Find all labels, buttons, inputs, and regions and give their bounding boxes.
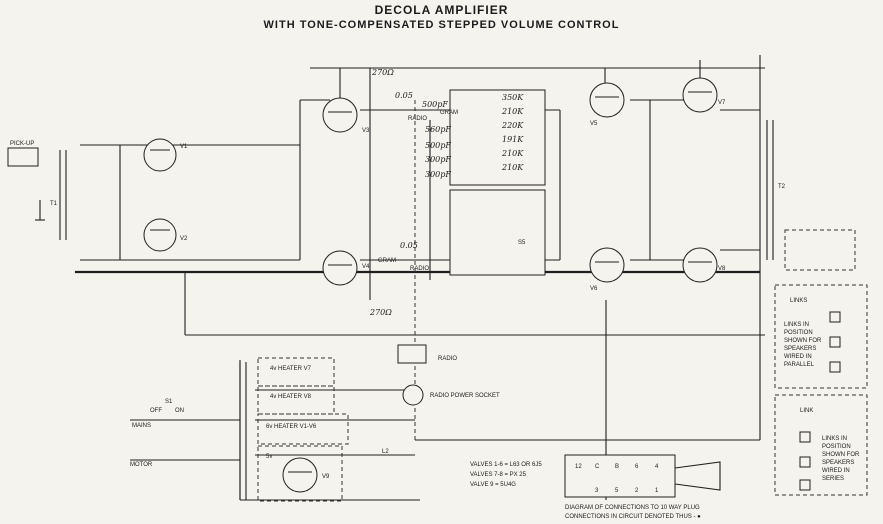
valve-v3: V3 xyxy=(322,97,370,134)
svg-text:S5: S5 xyxy=(518,240,526,246)
svg-text:210K: 210K xyxy=(501,163,524,172)
svg-text:V6: V6 xyxy=(590,286,598,292)
link-box-parallel: LINKS LINKS IN POSITION SHOWN FOR SPEAKE… xyxy=(774,284,868,389)
power-supply: 4v HEATER V7 4v HEATER V8 6v HEATER V1-V… xyxy=(130,344,500,502)
svg-text:LINK: LINK xyxy=(800,408,813,414)
svg-text:210K: 210K xyxy=(501,149,524,158)
svg-text:LINKS IN: LINKS IN xyxy=(822,436,847,442)
svg-text:SHOWN FOR: SHOWN FOR xyxy=(822,452,860,458)
svg-text:MAINS: MAINS xyxy=(132,423,151,429)
svg-text:0.05: 0.05 xyxy=(400,241,418,250)
svg-text:6: 6 xyxy=(635,464,639,470)
svg-text:RADIO: RADIO xyxy=(410,266,429,272)
svg-text:V2: V2 xyxy=(180,236,188,242)
valve-v6: V6 xyxy=(589,247,625,292)
svg-text:RADIO POWER SOCKET: RADIO POWER SOCKET xyxy=(430,393,500,399)
svg-text:V3: V3 xyxy=(362,128,370,134)
svg-text:4: 4 xyxy=(655,464,659,470)
plug-pins-top: 12 C B 6 4 xyxy=(575,464,659,470)
svg-text:T1: T1 xyxy=(50,201,58,207)
wiring xyxy=(35,55,765,501)
svg-text:2: 2 xyxy=(635,488,639,494)
svg-text:4v HEATER V7: 4v HEATER V7 xyxy=(270,366,312,372)
svg-text:C: C xyxy=(595,464,600,470)
svg-text:SHOWN FOR: SHOWN FOR xyxy=(784,338,822,344)
valve-v5: V5 xyxy=(589,82,625,127)
svg-text:560pF: 560pF xyxy=(425,125,451,134)
svg-text:V4: V4 xyxy=(362,264,370,270)
svg-text:DIAGRAM OF CONNECTIONS TO 10 W: DIAGRAM OF CONNECTIONS TO 10 WAY PLUG xyxy=(565,505,700,511)
tone-switch-network: GRAM RADIO GRAM RADIO S5 500pF 560pF 500… xyxy=(369,68,546,317)
svg-text:SPEAKERS: SPEAKERS xyxy=(822,460,854,466)
svg-text:4v HEATER V8: 4v HEATER V8 xyxy=(270,394,312,400)
svg-text:V5: V5 xyxy=(590,121,598,127)
svg-text:RADIO: RADIO xyxy=(408,116,427,122)
svg-text:300pF: 300pF xyxy=(425,170,451,179)
svg-text:GRAM: GRAM xyxy=(378,258,396,264)
plug-pins-bottom: 3 5 2 1 xyxy=(595,488,659,494)
svg-text:5: 5 xyxy=(615,488,619,494)
valve-v1: V1 xyxy=(143,138,188,172)
svg-text:LINKS: LINKS xyxy=(790,298,807,304)
svg-text:SERIES: SERIES xyxy=(822,476,844,482)
svg-text:WIRED IN: WIRED IN xyxy=(822,468,850,474)
svg-text:PARALLEL: PARALLEL xyxy=(784,362,815,368)
svg-text:S1: S1 xyxy=(165,399,173,405)
valve-v9: V9 xyxy=(282,457,330,493)
svg-text:L2: L2 xyxy=(382,449,389,455)
svg-text:PICK-UP: PICK-UP xyxy=(10,141,34,147)
svg-text:6v HEATER V1-V6: 6v HEATER V1-V6 xyxy=(266,424,317,430)
link-box-series: LINK LINKS IN POSITION SHOWN FOR SPEAKER… xyxy=(774,394,868,496)
svg-text:3: 3 xyxy=(595,488,599,494)
svg-text:VALVES 1-6 = L63 OR 6J5: VALVES 1-6 = L63 OR 6J5 xyxy=(470,462,542,468)
svg-text:WIRED IN: WIRED IN xyxy=(784,354,812,360)
svg-text:V8: V8 xyxy=(718,266,726,272)
svg-text:CONNECTIONS IN CIRCUIT DENOTED: CONNECTIONS IN CIRCUIT DENOTED THUS - ● xyxy=(565,514,701,520)
svg-text:ON: ON xyxy=(175,408,184,414)
svg-text:MOTOR: MOTOR xyxy=(130,462,153,468)
svg-text:GRAM: GRAM xyxy=(440,110,458,116)
valve-v8: V8 xyxy=(682,247,726,283)
svg-text:270Ω: 270Ω xyxy=(371,68,394,77)
valve-list: VALVES 1-6 = L63 OR 6J5 VALVES 7-8 = PX … xyxy=(470,462,542,488)
svg-text:SPEAKERS: SPEAKERS xyxy=(784,346,816,352)
svg-text:350K: 350K xyxy=(502,93,524,102)
svg-text:POSITION: POSITION xyxy=(822,444,851,450)
svg-text:V9: V9 xyxy=(322,474,330,480)
pickup-input: PICK-UP T1 xyxy=(7,141,67,240)
svg-text:191K: 191K xyxy=(502,135,524,144)
svg-text:500pF: 500pF xyxy=(422,100,448,109)
svg-text:POSITION: POSITION xyxy=(784,330,813,336)
svg-text:V1: V1 xyxy=(180,144,188,150)
svg-text:1: 1 xyxy=(655,488,659,494)
svg-text:210K: 210K xyxy=(501,107,524,116)
svg-text:OFF: OFF xyxy=(150,408,162,414)
output-transformer: T2 xyxy=(766,120,856,271)
valve-v7: V7 xyxy=(682,77,726,113)
plug-diagram: 12 C B 6 4 3 5 2 1 DIAGRAM OF CONNECTION… xyxy=(564,454,721,520)
valve-v4: V4 xyxy=(322,250,370,286)
svg-text:T2: T2 xyxy=(778,184,786,190)
diagram-subtitle: WITH TONE-COMPENSATED STEPPED VOLUME CON… xyxy=(263,19,620,31)
svg-text:12: 12 xyxy=(575,464,582,470)
svg-text:300pF: 300pF xyxy=(425,155,451,164)
svg-text:B: B xyxy=(615,464,619,470)
svg-text:VALVE 9 = 5U4G: VALVE 9 = 5U4G xyxy=(470,482,516,488)
svg-text:0.05: 0.05 xyxy=(395,91,413,100)
svg-text:5v: 5v xyxy=(266,454,272,460)
svg-text:220K: 220K xyxy=(501,121,524,130)
svg-text:500pF: 500pF xyxy=(425,141,451,150)
svg-text:LINKS IN: LINKS IN xyxy=(784,322,809,328)
diagram-title: DECOLA AMPLIFIER xyxy=(374,3,509,17)
svg-text:RADIO: RADIO xyxy=(438,356,457,362)
svg-text:270Ω: 270Ω xyxy=(369,308,392,317)
valve-v2: V2 xyxy=(143,218,188,252)
svg-text:VALVES 7-8 = PX 25: VALVES 7-8 = PX 25 xyxy=(470,472,527,478)
svg-text:V7: V7 xyxy=(718,100,726,106)
